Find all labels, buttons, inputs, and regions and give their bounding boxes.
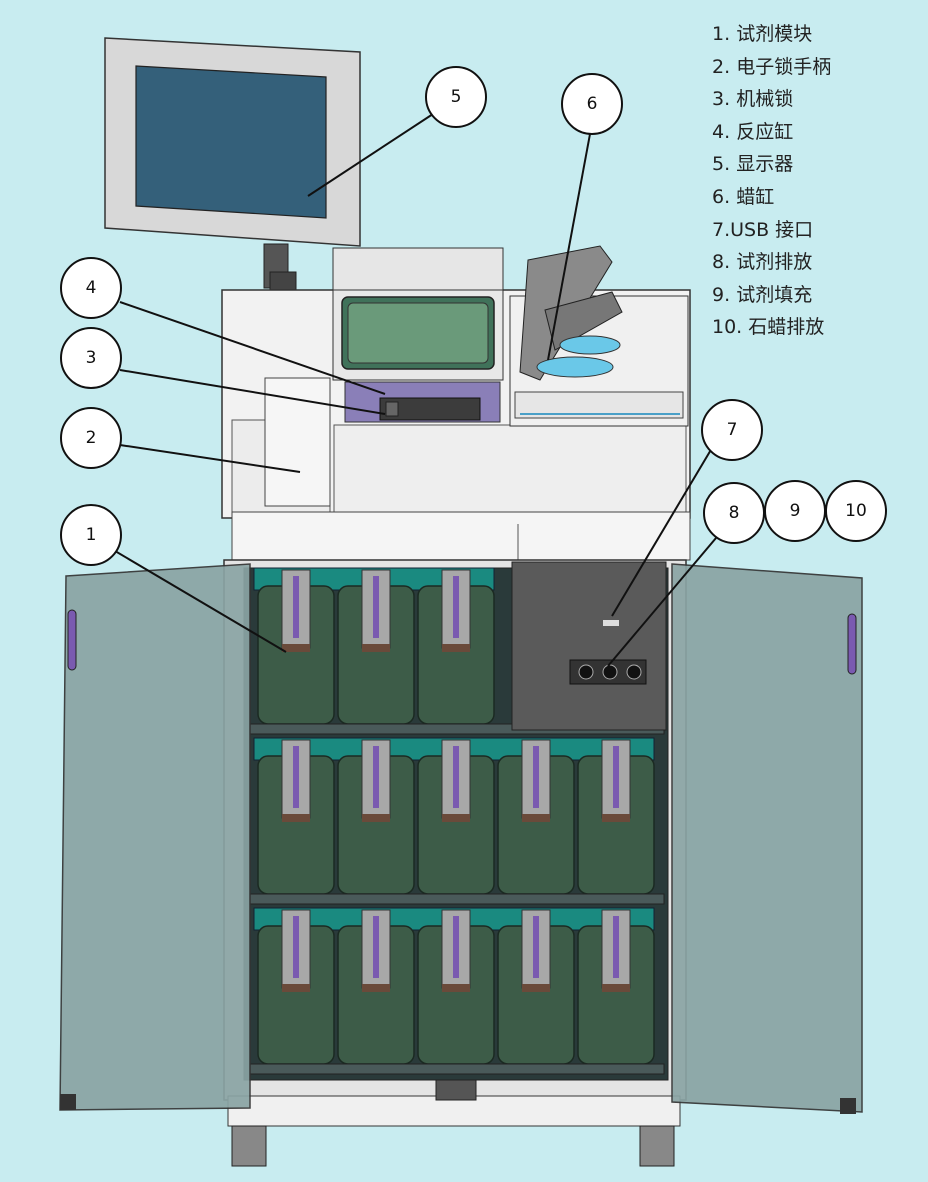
shelf	[249, 893, 665, 905]
callout-5-label: 5	[451, 87, 462, 107]
monitor	[104, 37, 361, 307]
callout-1-label: 1	[86, 525, 97, 545]
right-door	[671, 563, 863, 1114]
bottle-band	[282, 984, 310, 992]
bottle-handle	[373, 916, 379, 978]
mechanical-lock	[385, 401, 399, 417]
callout-1: 1	[60, 504, 122, 566]
bottle-handle	[373, 576, 379, 638]
bottle-band	[362, 814, 390, 822]
bottle-band	[282, 644, 310, 652]
bottle-handle	[453, 576, 459, 638]
callout-5: 5	[425, 66, 487, 128]
callout-8-label: 8	[729, 503, 740, 523]
usb-port	[603, 620, 619, 626]
legend-item-10: 10. 石蜡排放	[712, 316, 825, 339]
callout-4: 4	[60, 257, 122, 319]
bottle-band	[442, 644, 470, 652]
wax-tank	[509, 245, 689, 427]
legend-item-2: 2. 电子锁手柄	[712, 55, 832, 78]
wheels	[231, 1125, 675, 1167]
left-door	[59, 563, 251, 1111]
callout-2: 2	[60, 407, 122, 469]
legend-item-7: 7.USB 接口	[712, 218, 814, 241]
leader-lines	[109, 111, 717, 667]
bottle-band	[442, 814, 470, 822]
callout-7: 7	[701, 399, 763, 461]
bottle-band	[362, 984, 390, 992]
bottle-band	[442, 984, 470, 992]
callout-4-label: 4	[86, 278, 97, 298]
legend-item-3: 3. 机械锁	[712, 88, 794, 111]
bottle-handle	[373, 746, 379, 808]
legend-item-4: 4. 反应缸	[712, 120, 794, 143]
reagent-module	[249, 567, 665, 1075]
legend-item-9: 9. 试剂填充	[712, 283, 813, 306]
reaction-tank	[332, 247, 504, 423]
port-panel	[511, 561, 667, 731]
callout-9-label: 9	[790, 501, 801, 521]
bottle-handle	[533, 746, 539, 808]
callout-2-label: 2	[86, 428, 97, 448]
callout-6-label: 6	[587, 94, 598, 114]
bottle-handle	[293, 576, 299, 638]
paraffin-drain-port	[626, 664, 642, 680]
reagent-fill-port	[602, 664, 618, 680]
bottle-band	[282, 814, 310, 822]
callout-3-label: 3	[86, 348, 97, 368]
bottle-handle	[453, 916, 459, 978]
legend-item-8: 8. 试剂排放	[712, 251, 813, 274]
bottle-band	[362, 644, 390, 652]
bottle-band	[602, 984, 630, 992]
bottle-handle	[453, 746, 459, 808]
bottle-handle	[293, 746, 299, 808]
bottle-handle	[533, 916, 539, 978]
callout-3: 3	[60, 327, 122, 389]
bottle-band	[602, 814, 630, 822]
callout-10-label: 10	[845, 501, 867, 521]
bottle-band	[522, 814, 550, 822]
reagent-drain-port	[578, 664, 594, 680]
legend-item-1: 1. 试剂模块	[712, 23, 813, 45]
bottle-handle	[293, 916, 299, 978]
legend: 1. 试剂模块 2. 电子锁手柄 3. 机械锁 4. 反应缸 5. 显示器 6.…	[712, 18, 922, 344]
callout-10: 10	[825, 480, 887, 542]
legend-item-6: 6. 蜡缸	[712, 185, 775, 208]
legend-item-5: 5. 显示器	[712, 153, 794, 176]
monitor-screen	[135, 65, 327, 219]
callout-9: 9	[764, 480, 826, 542]
bottle-handle	[613, 746, 619, 808]
shelf	[249, 1063, 665, 1075]
bottle-band	[522, 984, 550, 992]
callout-8: 8	[703, 482, 765, 544]
bottle-handle	[613, 916, 619, 978]
callout-6: 6	[561, 73, 623, 135]
callout-7-label: 7	[727, 420, 738, 440]
